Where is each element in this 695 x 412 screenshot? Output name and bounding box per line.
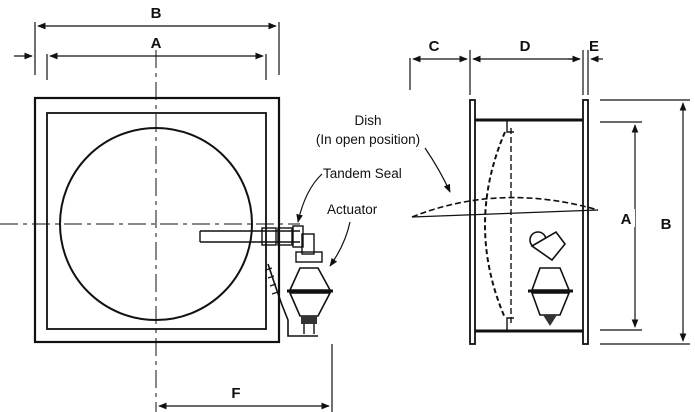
dim-e-label: E xyxy=(589,38,599,55)
dim-d-label: D xyxy=(520,38,531,55)
left-flange xyxy=(469,99,476,345)
dim-b-front-label: B xyxy=(151,5,162,22)
open-dish-arc xyxy=(411,196,599,218)
dim-f-label: F xyxy=(231,385,240,402)
tandem-seal-label: Tandem Seal xyxy=(323,166,402,181)
actuator-label: Actuator xyxy=(327,202,378,217)
dim-b-side-label: B xyxy=(661,216,672,233)
dim-a-side-label: A xyxy=(621,211,632,228)
side-view: C D E A B xyxy=(409,38,690,345)
shaft-assembly xyxy=(199,225,304,248)
dim-a-front-label: A xyxy=(151,35,162,52)
dish-label: Dish xyxy=(354,113,381,128)
actuator-front xyxy=(265,233,333,337)
dish-position-label: (In open position) xyxy=(316,132,420,147)
front-view: A B F xyxy=(0,5,333,412)
right-flange xyxy=(582,99,589,345)
callouts: Dish (In open position) Tandem Seal Actu… xyxy=(296,113,451,267)
actuator-side xyxy=(528,230,573,326)
frame-outer xyxy=(33,96,281,344)
dim-c-label: C xyxy=(429,38,440,55)
